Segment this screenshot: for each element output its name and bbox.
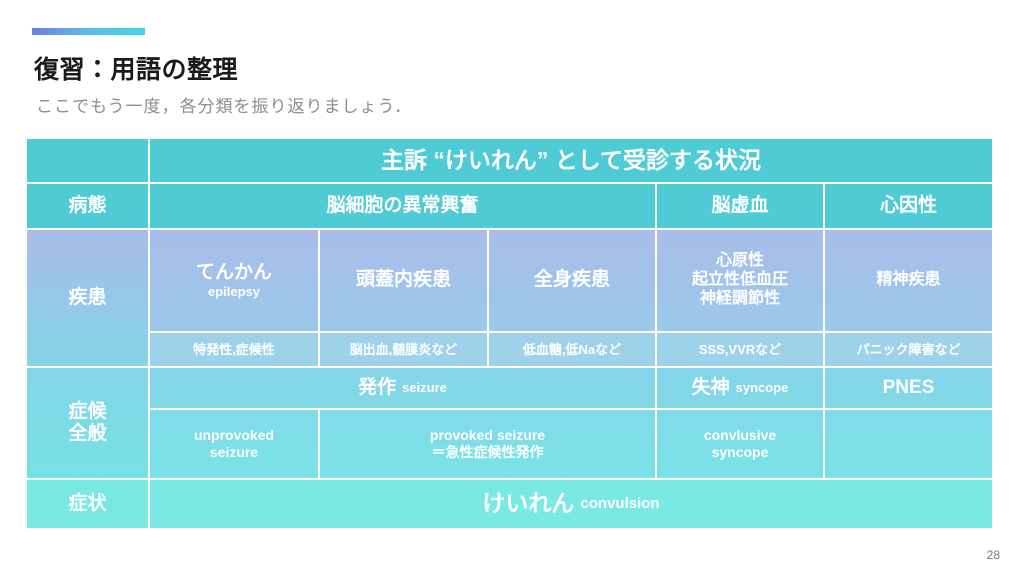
syndrome-cell-seizure: 発作 seizure bbox=[150, 368, 655, 408]
syndrome-cell-pnes: PNES bbox=[825, 368, 992, 408]
syndrome-cell-syncope: 失神 syncope bbox=[657, 368, 823, 408]
syndrome-cell-provoked: provoked seizure ＝急性症候性発作 bbox=[320, 410, 655, 478]
symptom-convulsion-jp: けいれん bbox=[482, 490, 575, 517]
disease-epilepsy-jp: てんかん bbox=[195, 261, 272, 283]
disease-cell-epilepsy: てんかん epilepsy bbox=[150, 230, 318, 331]
syndrome-seizure-en: seizure bbox=[402, 380, 447, 396]
syndrome-cell-unprovoked: unprovoked seizure bbox=[150, 410, 318, 478]
syndrome-cell-empty bbox=[825, 410, 992, 478]
syndrome-syncope-jp: 失神 bbox=[691, 376, 730, 398]
page-title: 復習：用語の整理 bbox=[34, 56, 239, 84]
disease-example-psychiatric: パニック障害など bbox=[825, 333, 992, 366]
disease-example-epilepsy: 特発性,症候性 bbox=[150, 333, 318, 366]
accent-bar bbox=[32, 28, 145, 35]
terminology-matrix: 主訴 “けいれん” として受診する状況 病態 脳細胞の異常興奮 脳虚血 心因性 … bbox=[27, 139, 992, 528]
syndrome-syncope-en: syncope bbox=[735, 380, 789, 396]
row-label-syndrome: 症候 全般 bbox=[27, 368, 148, 478]
disease-epilepsy-en: epilepsy bbox=[207, 284, 261, 300]
disease-example-cardiogenic: SSS,VVRなど bbox=[657, 333, 823, 366]
disease-example-systemic: 低血糖,低Naなど bbox=[489, 333, 655, 366]
disease-example-intracranial: 脳出血,髄膜炎など bbox=[320, 333, 487, 366]
disease-cell-psychiatric: 精神疾患 bbox=[825, 230, 992, 331]
pathology-cell-ischemia: 脳虚血 bbox=[657, 184, 823, 228]
row-label-symptom: 症状 bbox=[27, 480, 148, 528]
row-label-pathology: 病態 bbox=[27, 184, 148, 228]
page-number: 28 bbox=[986, 548, 1000, 562]
disease-cell-intracranial: 頭蓋内疾患 bbox=[320, 230, 487, 331]
corner-blank-cell bbox=[27, 139, 148, 182]
syndrome-cell-convulsive-syncope: convlusive syncope bbox=[657, 410, 823, 478]
symptom-cell-convulsion: けいれん convulsion bbox=[150, 480, 992, 528]
page-subtitle: ここでもう一度，各分類を振り返りましょう． bbox=[36, 97, 413, 116]
row-label-disease: 疾患 bbox=[27, 230, 148, 366]
disease-cell-cardiogenic: 心原性 起立性低血圧 神経調節性 bbox=[657, 230, 823, 331]
banner-cell: 主訴 “けいれん” として受診する状況 bbox=[150, 139, 992, 182]
symptom-convulsion-en: convulsion bbox=[580, 495, 660, 513]
syndrome-seizure-jp: 発作 bbox=[358, 376, 397, 398]
pathology-cell-psychogenic: 心因性 bbox=[825, 184, 992, 228]
pathology-cell-excitation: 脳細胞の異常興奮 bbox=[150, 184, 655, 228]
disease-cell-systemic: 全身疾患 bbox=[489, 230, 655, 331]
